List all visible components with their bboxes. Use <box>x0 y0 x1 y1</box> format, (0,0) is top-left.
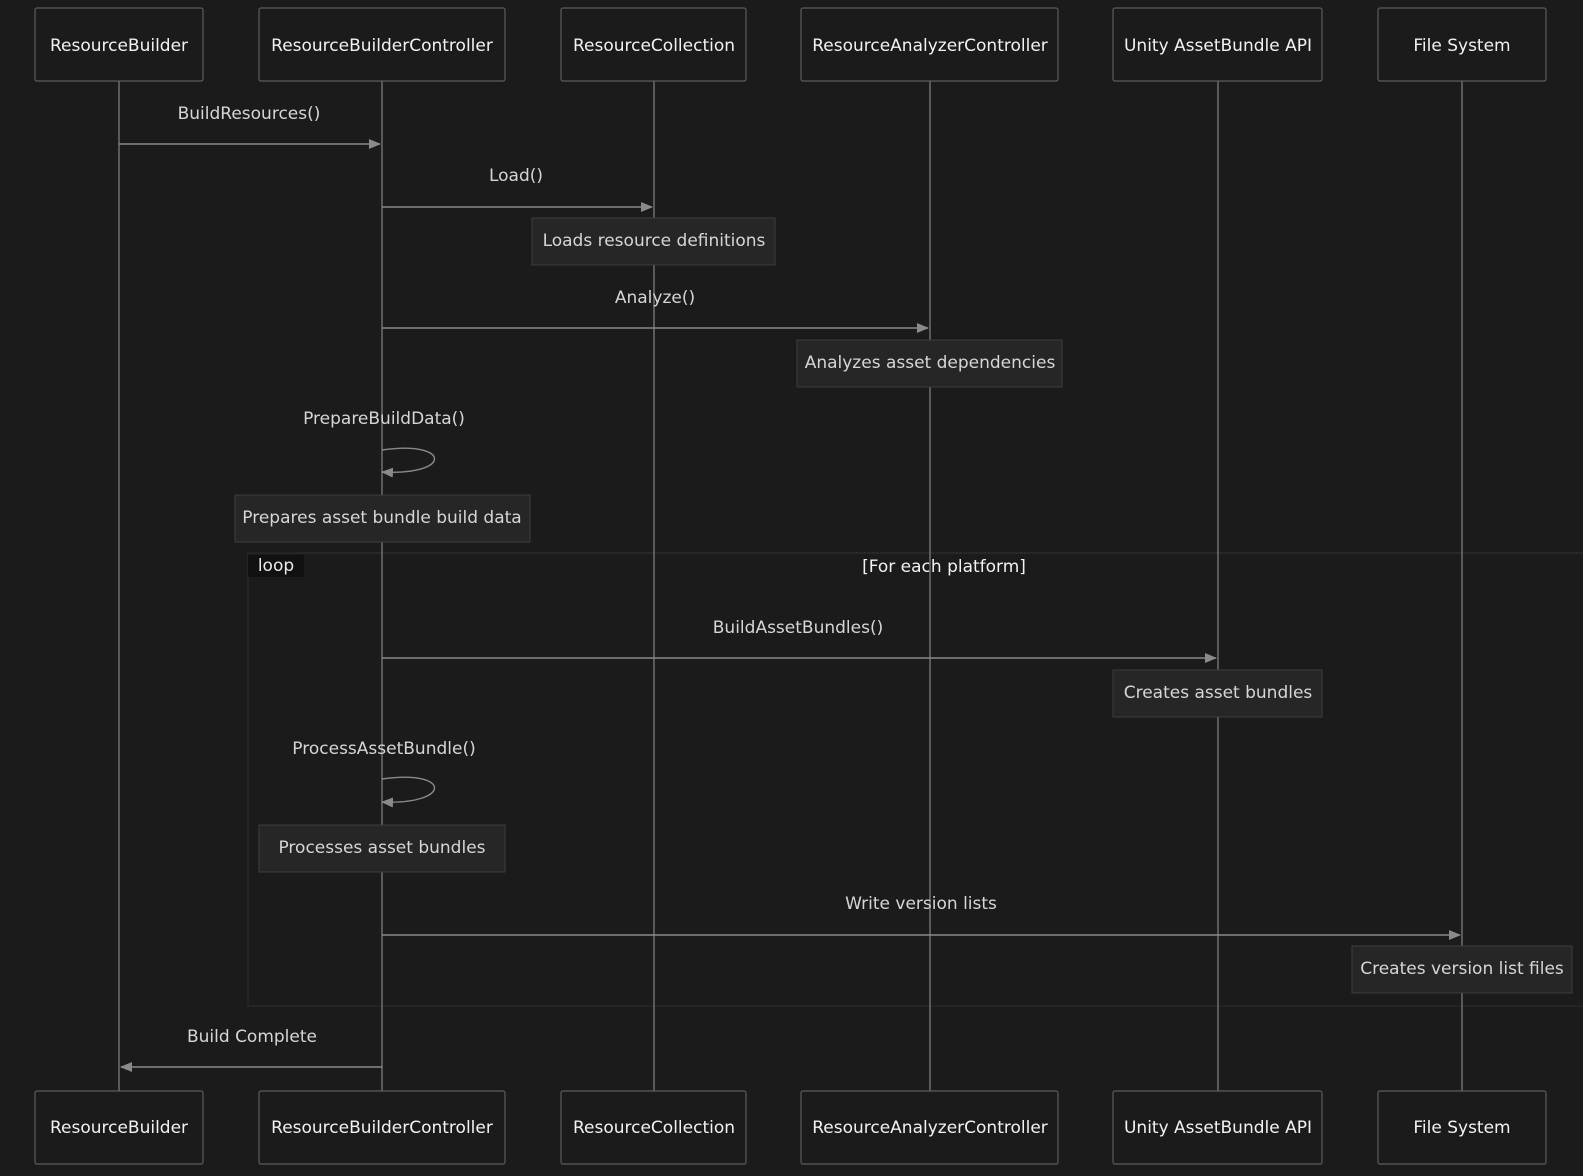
svg-text:Unity AssetBundle API: Unity AssetBundle API <box>1124 36 1312 56</box>
svg-text:ProcessAssetBundle(): ProcessAssetBundle() <box>292 739 475 759</box>
svg-text:File System: File System <box>1413 36 1510 56</box>
message-analyze: Analyze() <box>382 288 929 333</box>
svg-text:ResourceBuilderController: ResourceBuilderController <box>271 36 493 56</box>
note-analyzes-asset-dependencies: Analyzes asset dependencies <box>796 339 1063 388</box>
actor-top-resource-collection: ResourceCollection <box>560 7 747 82</box>
note-processes-asset-bundles: Processes asset bundles <box>258 824 506 873</box>
actor-top-resource-analyzer-controller: ResourceAnalyzerController <box>800 7 1059 82</box>
actor-bottom-resource-builder-controller: ResourceBuilderController <box>258 1090 506 1165</box>
loop-condition: [For each platform] <box>862 557 1026 577</box>
message-build-asset-bundles: BuildAssetBundles() <box>382 618 1217 663</box>
actor-top-unity-assetbundle-api: Unity AssetBundle API <box>1112 7 1323 82</box>
actor-bottom-resource-collection: ResourceCollection <box>560 1090 747 1165</box>
actor-bottom-file-system: File System <box>1377 1090 1547 1165</box>
svg-text:ResourceBuilder: ResourceBuilder <box>50 1118 188 1138</box>
svg-text:Load(): Load() <box>489 166 543 186</box>
svg-text:BuildAssetBundles(): BuildAssetBundles() <box>713 618 883 638</box>
svg-text:Creates asset bundles: Creates asset bundles <box>1124 683 1313 703</box>
actor-bottom-resource-builder: ResourceBuilder <box>34 1090 204 1165</box>
note-creates-asset-bundles: Creates asset bundles <box>1112 669 1323 718</box>
message-load: Load() <box>382 166 653 212</box>
message-build-resources: BuildResources() <box>119 104 381 149</box>
svg-text:BuildResources(): BuildResources() <box>178 104 321 124</box>
loop-label: loop <box>258 556 294 576</box>
note-creates-version-list-files: Creates version list files <box>1351 945 1573 994</box>
loop-frame: loop [For each platform] <box>247 552 1583 1007</box>
lifelines <box>118 81 1463 1091</box>
message-build-complete: Build Complete <box>120 1027 382 1072</box>
note-prepares-build-data: Prepares asset bundle build data <box>234 494 531 543</box>
svg-text:File System: File System <box>1413 1118 1510 1138</box>
svg-text:PrepareBuildData(): PrepareBuildData() <box>303 409 465 429</box>
svg-text:Unity AssetBundle API: Unity AssetBundle API <box>1124 1118 1312 1138</box>
svg-text:ResourceAnalyzerController: ResourceAnalyzerController <box>812 1118 1048 1138</box>
svg-text:Processes asset bundles: Processes asset bundles <box>278 838 485 858</box>
actor-bottom-unity-assetbundle-api: Unity AssetBundle API <box>1112 1090 1323 1165</box>
svg-text:ResourceCollection: ResourceCollection <box>573 1118 735 1138</box>
svg-text:Prepares asset bundle build da: Prepares asset bundle build data <box>242 508 521 528</box>
message-write-version-lists: Write version lists <box>382 894 1461 940</box>
svg-text:ResourceAnalyzerController: ResourceAnalyzerController <box>812 36 1048 56</box>
svg-text:Analyzes asset dependencies: Analyzes asset dependencies <box>805 353 1056 373</box>
svg-text:ResourceCollection: ResourceCollection <box>573 36 735 56</box>
svg-text:ResourceBuilderController: ResourceBuilderController <box>271 1118 493 1138</box>
svg-text:Build Complete: Build Complete <box>187 1027 317 1047</box>
svg-text:Loads resource definitions: Loads resource definitions <box>543 231 766 251</box>
svg-text:Creates version list files: Creates version list files <box>1360 959 1564 979</box>
actor-top-resource-builder: ResourceBuilder <box>34 7 204 82</box>
svg-text:Analyze(): Analyze() <box>615 288 695 308</box>
svg-text:Write version lists: Write version lists <box>845 894 997 914</box>
message-process-asset-bundle: ProcessAssetBundle() <box>292 739 476 808</box>
actor-bottom-resource-analyzer-controller: ResourceAnalyzerController <box>800 1090 1059 1165</box>
actor-top-resource-builder-controller: ResourceBuilderController <box>258 7 506 82</box>
note-loads-resource-definitions: Loads resource definitions <box>531 217 776 266</box>
message-prepare-build-data: PrepareBuildData() <box>303 409 465 478</box>
actor-top-file-system: File System <box>1377 7 1547 82</box>
svg-text:ResourceBuilder: ResourceBuilder <box>50 36 188 56</box>
